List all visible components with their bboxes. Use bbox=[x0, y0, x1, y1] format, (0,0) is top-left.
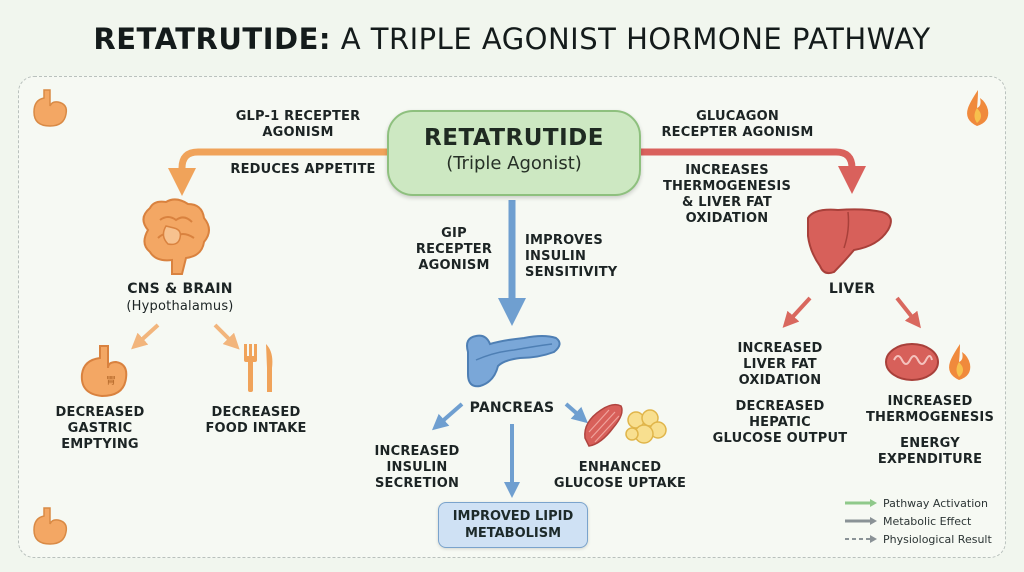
fork-knife-icon bbox=[244, 344, 273, 392]
insulin-line: INSULIN bbox=[386, 460, 448, 475]
glucose-outcome-label: ENHANCED GLUCOSE UPTAKE bbox=[550, 460, 690, 492]
energy-outcome-label: ENERGY EXPENDITURE bbox=[868, 436, 992, 468]
liver-label: LIVER bbox=[828, 281, 876, 297]
gastric-outcome-label: DECREASED GASTRIC EMPTYING bbox=[50, 405, 150, 453]
liver-fat-outcome-label: INCREASED LIVER FAT OXIDATION bbox=[726, 341, 834, 389]
gip-effect-line: SENSITIVITY bbox=[525, 265, 618, 280]
flame-icon bbox=[949, 344, 971, 380]
brain-label: CNS & BRAIN (Hypothalamus) bbox=[100, 281, 260, 315]
gip-receptor-line: AGONISM bbox=[418, 258, 490, 273]
liver-icon bbox=[807, 208, 892, 275]
brain-name: CNS & BRAIN bbox=[127, 281, 233, 297]
flame-icon bbox=[967, 90, 989, 126]
glucagon-effect-line: INCREASES bbox=[685, 163, 769, 178]
glp1-receptor-label: GLP-1 RECEPTER AGONISM bbox=[218, 109, 378, 141]
liver-to-fat-arrow bbox=[782, 296, 812, 328]
gastric-line: DECREASED bbox=[55, 405, 145, 420]
hepatic-outcome-label: DECREASED HEPATIC GLUCOSE OUTPUT bbox=[706, 399, 854, 447]
legend: Pathway Activation Metabolic Effect Phys… bbox=[845, 496, 992, 550]
insulin-line: INCREASED bbox=[374, 444, 460, 459]
insulin-line: SECRETION bbox=[374, 476, 460, 491]
muscle-icon bbox=[584, 403, 623, 447]
lipid-line: METABOLISM bbox=[464, 526, 562, 541]
pancreas-to-insulin-arrow bbox=[431, 402, 464, 431]
liver-fat-line: LIVER FAT bbox=[743, 357, 817, 372]
center-subtitle: (Triple Agonist) bbox=[446, 153, 582, 174]
glp1-arrow bbox=[168, 148, 387, 196]
gip-effect-label: IMPROVES INSULIN SENSITIVITY bbox=[525, 233, 625, 281]
liver-to-thermo-arrow bbox=[895, 296, 921, 329]
mitochondria-icon bbox=[885, 343, 939, 381]
thermo-outcome-label: INCREASED THERMOGENESIS bbox=[862, 394, 998, 426]
retatrutide-node: RETATRUTIDE (Triple Agonist) bbox=[387, 110, 641, 196]
lipid-outcome-box: IMPROVED LIPID METABOLISM bbox=[438, 502, 588, 548]
brain-detail: (Hypothalamus) bbox=[126, 299, 234, 314]
glucagon-effect-line: OXIDATION bbox=[685, 211, 769, 226]
energy-line: EXPENDITURE bbox=[877, 452, 983, 467]
fat-cell-icon bbox=[625, 409, 667, 444]
gip-receptor-line: RECEPTER bbox=[415, 242, 493, 257]
center-name: RETATRUTIDE bbox=[424, 125, 604, 151]
glucagon-arrow bbox=[637, 148, 866, 194]
glucagon-receptor-line: GLUCAGON bbox=[696, 109, 779, 124]
glucose-line: GLUCOSE UPTAKE bbox=[553, 476, 687, 491]
food-line: FOOD INTAKE bbox=[205, 421, 307, 436]
title-rest: A TRIPLE AGONIST HORMONE PATHWAY bbox=[340, 22, 931, 56]
glucagon-effect-label: INCREASES THERMOGENESIS & LIVER FAT OXID… bbox=[652, 163, 802, 227]
gastric-glyph: 胃 bbox=[106, 375, 116, 387]
legend-item-pathway: Pathway Activation bbox=[883, 497, 988, 510]
legend-physiological-swatch bbox=[845, 535, 877, 543]
liver-fat-line: INCREASED bbox=[737, 341, 823, 356]
legend-pathway-swatch bbox=[845, 499, 877, 507]
gastric-line: EMPTYING bbox=[61, 437, 139, 452]
legend-item-metabolic: Metabolic Effect bbox=[883, 515, 972, 528]
glp1-receptor-line: GLP-1 RECEPTER bbox=[235, 109, 361, 124]
thermo-line: THERMOGENESIS bbox=[865, 410, 995, 425]
brain-to-food-arrow bbox=[213, 323, 240, 350]
title-bold: RETATRUTIDE: bbox=[93, 22, 331, 56]
hepatic-line: HEPATIC bbox=[749, 415, 811, 430]
hepatic-line: GLUCOSE OUTPUT bbox=[712, 431, 848, 446]
gip-receptor-label: GIP RECEPTER AGONISM bbox=[408, 226, 500, 274]
food-line: DECREASED bbox=[211, 405, 301, 420]
glucagon-receptor-line: RECEPTER AGONISM bbox=[661, 125, 814, 140]
stomach-icon: 胃 bbox=[80, 345, 128, 398]
energy-line: ENERGY bbox=[900, 436, 960, 451]
brain-to-gastric-arrow bbox=[131, 323, 160, 350]
brain-icon bbox=[142, 198, 210, 275]
insulin-outcome-label: INCREASED INSULIN SECRETION bbox=[368, 444, 466, 492]
glp1-receptor-line: AGONISM bbox=[262, 125, 334, 140]
glucagon-receptor-label: GLUCAGON RECEPTER AGONISM bbox=[655, 109, 820, 141]
thermo-line: INCREASED bbox=[887, 394, 973, 409]
glucagon-effect-line: THERMOGENESIS bbox=[662, 179, 792, 194]
legend-metabolic-swatch bbox=[845, 517, 877, 525]
gip-receptor-line: GIP bbox=[441, 226, 467, 241]
food-outcome-label: DECREASED FOOD INTAKE bbox=[200, 405, 312, 437]
stomach-icon bbox=[33, 507, 68, 545]
pancreas-to-glucose-arrow bbox=[564, 402, 589, 424]
gastric-line: GASTRIC bbox=[67, 421, 133, 436]
pancreas-icon bbox=[466, 334, 561, 388]
glucagon-effect-line: & LIVER FAT bbox=[682, 195, 772, 210]
stomach-icon bbox=[33, 89, 68, 127]
pancreas-label: PANCREAS bbox=[469, 400, 555, 416]
liver-fat-line: OXIDATION bbox=[738, 373, 822, 388]
gip-effect-line: INSULIN bbox=[525, 249, 587, 264]
hepatic-line: DECREASED bbox=[735, 399, 825, 414]
glucose-line: ENHANCED bbox=[578, 460, 662, 475]
legend-item-physiological: Physiological Result bbox=[883, 533, 992, 546]
glp1-effect-label: REDUCES APPETITE bbox=[230, 162, 376, 177]
page-title: RETATRUTIDE: A TRIPLE AGONIST HORMONE PA… bbox=[0, 22, 1024, 56]
gip-effect-line: IMPROVES bbox=[525, 233, 603, 248]
lipid-line: IMPROVED LIPID bbox=[452, 509, 574, 524]
